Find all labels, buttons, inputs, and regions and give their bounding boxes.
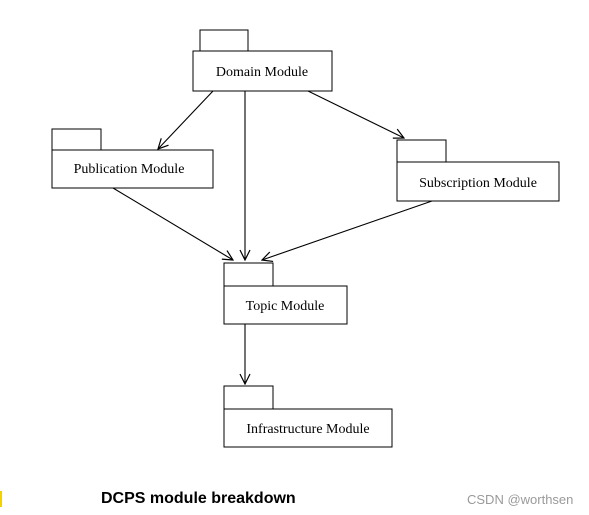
package-body xyxy=(192,50,333,92)
package-tab xyxy=(199,29,249,52)
subscription-module-package: Subscription Module xyxy=(396,139,560,202)
arrow-subscription-to-topic xyxy=(262,200,433,260)
package-tab xyxy=(396,139,447,163)
subscription-module-label: Subscription Module xyxy=(419,176,537,191)
topic-module-package: Topic Module xyxy=(223,262,348,325)
package-body xyxy=(51,149,214,189)
package-body xyxy=(223,285,348,325)
infrastructure-module-label: Infrastructure Module xyxy=(246,422,369,437)
package-tab xyxy=(223,385,274,410)
infrastructure-module-package: Infrastructure Module xyxy=(223,385,393,448)
publication-module-label: Publication Module xyxy=(74,162,185,177)
topic-module-label: Topic Module xyxy=(246,299,325,314)
package-tab xyxy=(51,128,102,151)
package-body xyxy=(396,161,560,202)
publication-module-package: Publication Module xyxy=(51,128,214,189)
figure-caption: DCPS module breakdown xyxy=(101,490,296,507)
yellow-edge-mark xyxy=(0,491,2,507)
package-body xyxy=(223,408,393,448)
arrow-domain-to-publication xyxy=(158,90,214,149)
watermark: CSDN @worthsen xyxy=(467,492,574,507)
arrow-domain-to-subscription xyxy=(307,90,404,138)
arrow-publication-to-topic xyxy=(112,187,233,260)
domain-module-package: Domain Module xyxy=(192,29,333,92)
package-tab xyxy=(223,262,274,287)
domain-module-label: Domain Module xyxy=(216,65,308,80)
